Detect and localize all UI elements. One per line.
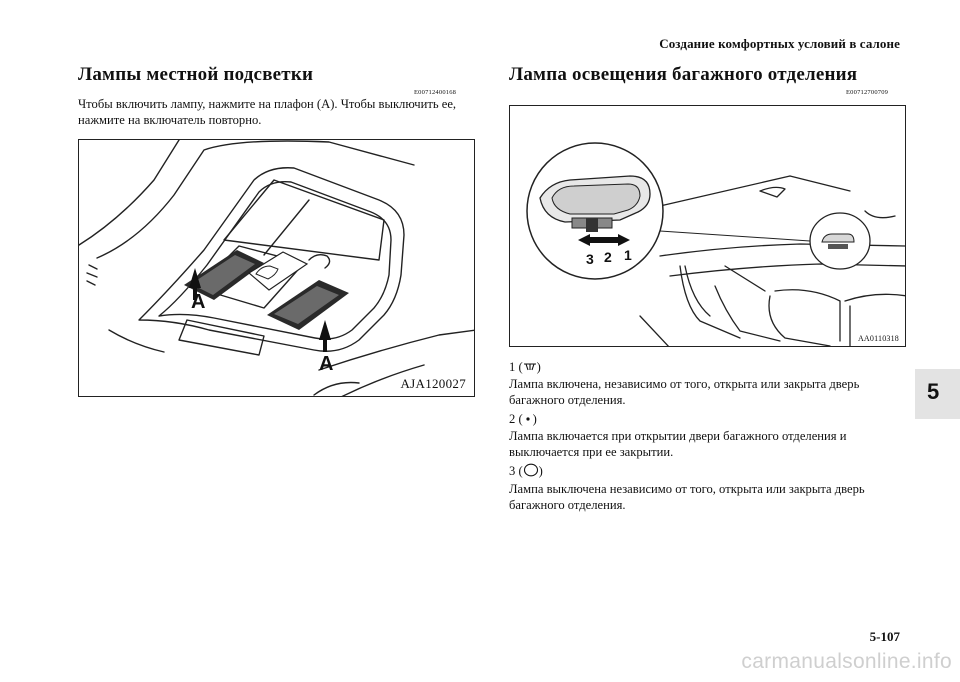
position-3-label: 3 bbox=[586, 251, 594, 267]
luggage-lamp-illustration: 3 2 1 bbox=[526, 142, 905, 346]
map-lamp-illustration: A A bbox=[79, 140, 474, 396]
section-code: E00712700709 bbox=[846, 89, 889, 96]
section-title-luggage-lamp: Лампа освещения багажного отделения bbox=[509, 64, 858, 85]
section-title-local-lamps: Лампы местной подсветки bbox=[78, 64, 314, 85]
list-item-position-2: 2 () bbox=[509, 411, 909, 428]
position-close: ) bbox=[536, 360, 541, 374]
position-2-label: 2 bbox=[604, 249, 612, 265]
section-text: Чтобы включить лампу, нажмите на плафон … bbox=[78, 97, 457, 127]
position-number: 1 ( bbox=[509, 360, 523, 374]
label-a-1: A bbox=[191, 291, 205, 313]
circle-icon bbox=[523, 463, 539, 481]
position-close: ) bbox=[532, 412, 537, 427]
list-item-position-1: 1 () bbox=[509, 359, 909, 376]
list-item-position-3: 3 () bbox=[509, 463, 909, 481]
lamp-on-icon bbox=[523, 360, 537, 376]
chapter-number: 5 bbox=[927, 379, 940, 404]
position-close: ) bbox=[538, 464, 543, 479]
page-number: 5-107 bbox=[869, 629, 900, 644]
position-1-label: 1 bbox=[624, 247, 632, 263]
watermark: carmanualsonline.info bbox=[741, 650, 952, 673]
position-description: Лампа включается при открытии двери бага… bbox=[509, 429, 847, 460]
position-number: 2 ( bbox=[509, 412, 523, 427]
position-description: Лампа включена, независимо от того, откр… bbox=[509, 377, 860, 408]
chapter-tab bbox=[915, 369, 960, 419]
running-header: Создание комфортных условий в салоне bbox=[659, 36, 900, 51]
label-a-2: A bbox=[319, 353, 333, 375]
figure-luggage-lamp: 3 2 1 AA0110318 bbox=[509, 105, 906, 347]
figure-code: AA0110318 bbox=[857, 334, 899, 343]
figure-map-lamp: A A AJA120027 bbox=[78, 139, 475, 397]
position-number: 3 ( bbox=[509, 464, 523, 479]
position-description: Лампа выключена независимо от того, откр… bbox=[509, 482, 865, 513]
position-list: 1 () Лампа включена, независимо от того,… bbox=[509, 359, 909, 513]
figure-code: AJA120027 bbox=[400, 376, 466, 391]
dot-icon bbox=[523, 412, 533, 428]
section-code: E00712400168 bbox=[414, 89, 457, 96]
